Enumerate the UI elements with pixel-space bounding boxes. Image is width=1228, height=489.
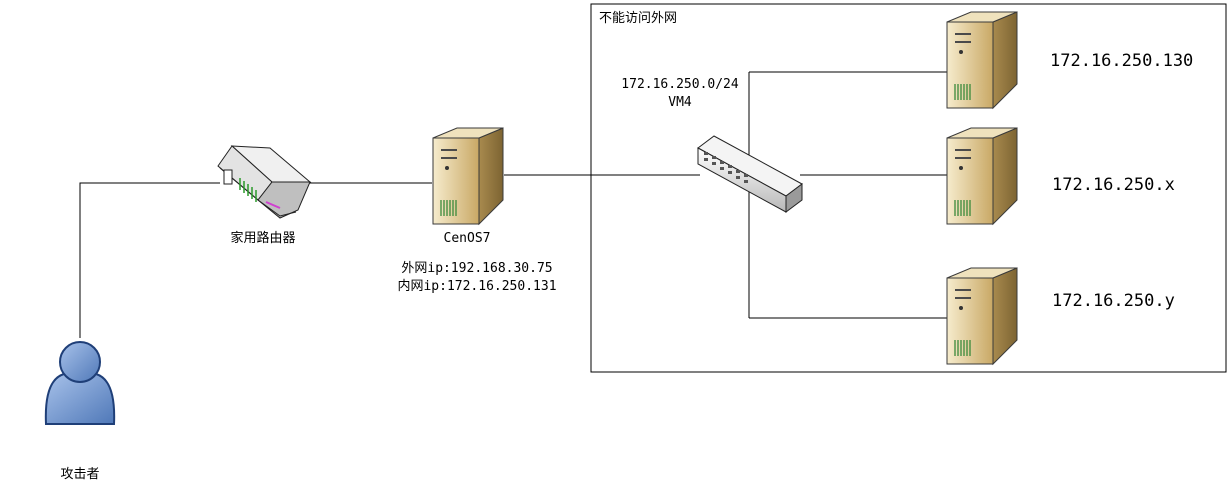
- centos-node: CenOS7 外网ip:192.168.30.75 内网ip:172.16.25…: [397, 127, 557, 294]
- attacker-label: 攻击者: [60, 467, 99, 482]
- router-node: 家用路由器: [217, 145, 312, 246]
- centos-inner-ip: 内网ip:172.16.250.131: [397, 278, 556, 294]
- server-ip: 172.16.250.y: [1052, 291, 1175, 311]
- server-node-y: 172.16.250.y: [946, 267, 1175, 365]
- server-icon: [946, 11, 1018, 109]
- switch-subnet: 172.16.250.0/24: [621, 77, 739, 92]
- switch-node: 172.16.250.0/24 VM4: [621, 77, 803, 213]
- switch-vm: VM4: [668, 95, 692, 110]
- server-ip: 172.16.250.130: [1050, 51, 1193, 71]
- centos-outer-ip: 外网ip:192.168.30.75: [401, 261, 552, 276]
- zone-title: 不能访问外网: [599, 11, 677, 26]
- server-icon: [946, 127, 1018, 225]
- connection-lines: [79, 71, 947, 338]
- centos-label: CenOS7: [444, 231, 491, 246]
- server-icon: [432, 127, 504, 225]
- attacker-node: 攻击者: [44, 341, 116, 482]
- router-icon: [217, 145, 312, 219]
- attacker-router-link: [79, 182, 220, 338]
- server-ip: 172.16.250.x: [1052, 175, 1175, 195]
- isolated-zone-box: [590, 3, 1227, 373]
- switch-icon: [697, 135, 803, 213]
- server-icon: [946, 267, 1018, 365]
- server-node-x: 172.16.250.x: [946, 127, 1175, 225]
- router-label: 家用路由器: [230, 230, 295, 246]
- person-icon: [44, 341, 116, 425]
- server-node-130: 172.16.250.130: [946, 11, 1193, 109]
